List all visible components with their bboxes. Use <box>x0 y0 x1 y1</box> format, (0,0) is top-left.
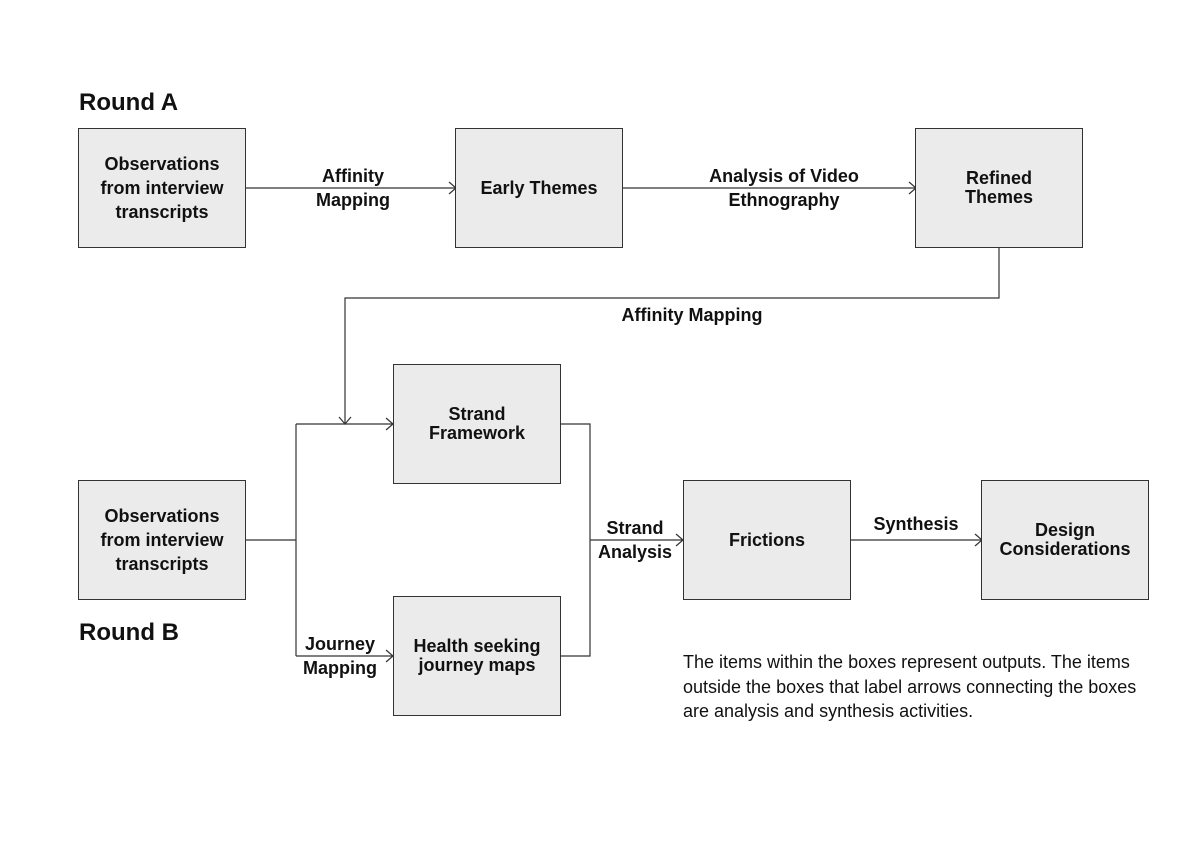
arrow-affinity-mapping-b <box>344 248 1000 424</box>
box-b-observations: Observations from interview transcripts <box>78 480 246 600</box>
box-early-themes-label: Early Themes <box>480 178 598 198</box>
box-a-observations-label: Observations from interview transcripts <box>100 154 224 222</box>
box-journey-maps-label: Health seeking journey maps <box>413 636 541 675</box>
round-b-title: Round B <box>79 619 179 646</box>
box-refined-themes: Refined Themes <box>915 128 1083 248</box>
box-refined-themes-label: Refined Themes <box>964 168 1034 207</box>
box-design-considerations: Design Considerations <box>981 480 1149 600</box>
connector-strand-merge <box>561 423 591 657</box>
box-frictions-label: Frictions <box>728 530 805 550</box>
box-strand-framework: Strand Framework <box>393 364 561 484</box>
box-strand-framework-label: Strand Framework <box>428 404 526 443</box>
label-affinity-mapping-a: Affinity Mapping <box>316 166 390 210</box>
box-journey-maps: Health seeking journey maps <box>393 596 561 716</box>
box-a-observations: Observations from interview transcripts <box>78 128 246 248</box>
label-video-ethnography: Analysis of Video Ethnography <box>709 166 859 210</box>
label-synthesis: Synthesis <box>873 514 959 534</box>
box-early-themes: Early Themes <box>455 128 623 248</box>
box-frictions: Frictions <box>683 480 851 600</box>
label-journey-mapping: Journey Mapping <box>303 634 377 678</box>
box-design-considerations-label: Design Considerations <box>999 520 1131 559</box>
label-strand-analysis: Strand Analysis <box>597 518 673 562</box>
round-a-title: Round A <box>79 89 179 116</box>
legend-note: The items within the boxes represent out… <box>683 652 1137 721</box>
label-affinity-mapping-b: Affinity Mapping <box>621 305 763 325</box>
box-b-observations-label: Observations from interview transcripts <box>100 506 224 574</box>
